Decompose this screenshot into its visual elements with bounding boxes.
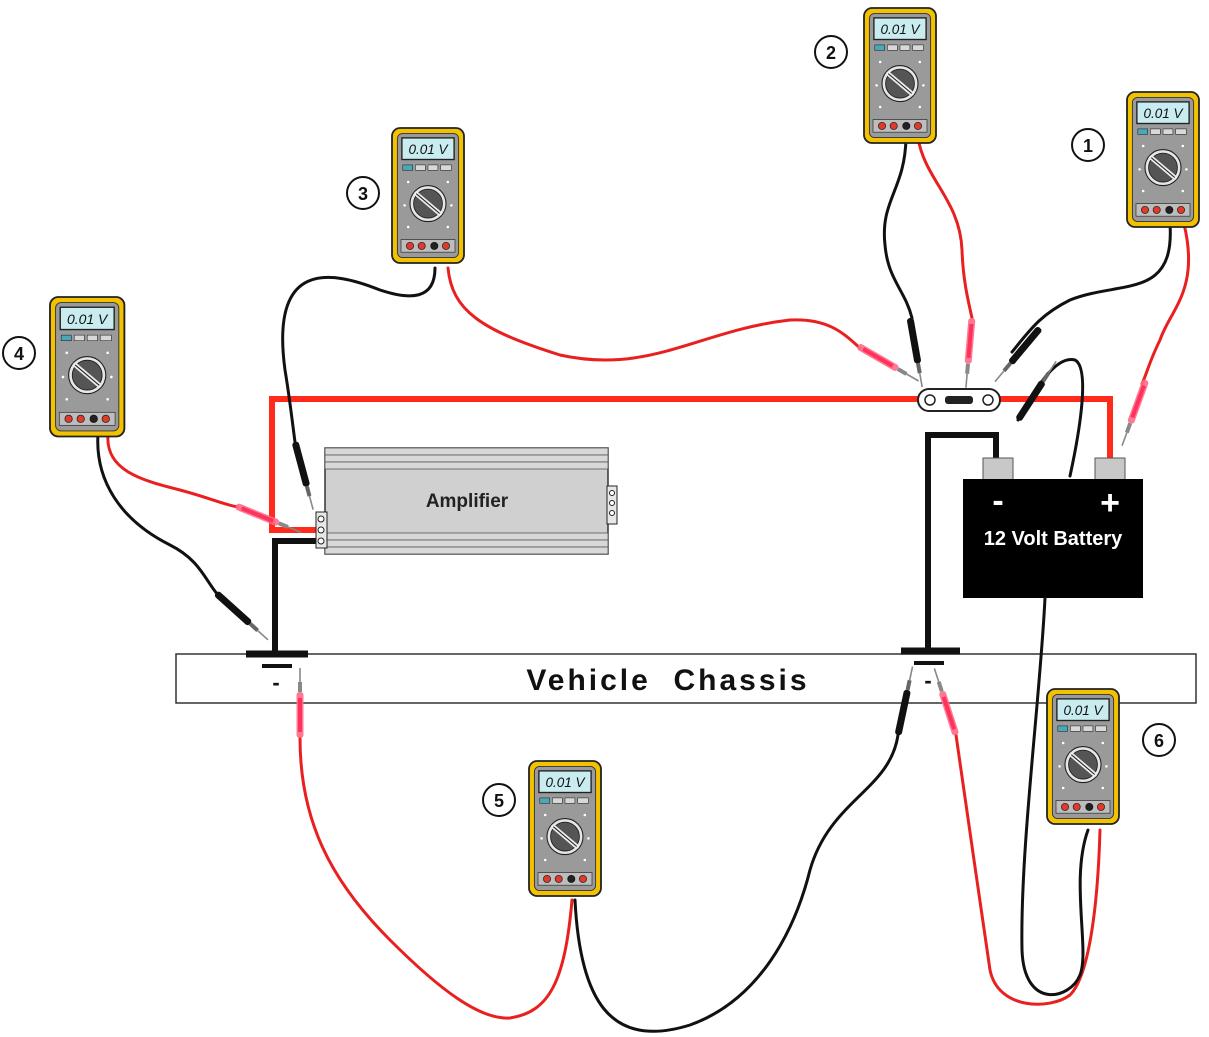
meter-2-black-lead: [882, 136, 914, 320]
battery-ground-strap: [925, 432, 999, 650]
meter-1-black-probe: [991, 324, 1044, 385]
badge-5-label: 5: [494, 791, 504, 811]
meter-3-red-lead: [446, 266, 862, 362]
meter-5-black-lead-to-battery-ground: [573, 733, 900, 1033]
multimeter-4: 0.01 V: [50, 297, 124, 437]
badge-5: 5: [482, 783, 516, 817]
multimeter-6: 0.01 V: [1047, 689, 1119, 824]
meter-2-black-probe: [905, 316, 927, 389]
meter-2-red-probe: [961, 316, 977, 389]
amplifier: Amplifier: [315, 447, 618, 555]
meter-1-red-lead: [1140, 222, 1190, 386]
inline-fuse: [917, 388, 1001, 412]
badge-1: 1: [1071, 128, 1105, 162]
badge-6-label: 6: [1154, 731, 1164, 751]
badge-6: 6: [1142, 723, 1176, 757]
meter-6-red-lead: [954, 733, 1102, 1006]
battery-sense-wire: [1016, 358, 1085, 478]
badge-3-label: 3: [358, 184, 368, 204]
meter-1-reading: 0.01 V: [1143, 106, 1184, 121]
meter-5-reading: 0.01 V: [545, 775, 586, 790]
meter-3-reading: 0.01 V: [408, 142, 449, 157]
meter-6-reading: 0.01 V: [1063, 703, 1104, 718]
badge-1-label: 1: [1083, 136, 1093, 156]
meter-4-black-lead: [96, 432, 220, 597]
battery-negative-label: -: [992, 482, 1003, 520]
battery: - + 12 Volt Battery: [963, 457, 1143, 598]
vehicle-chassis: Vehicle Chassis: [175, 653, 1197, 704]
chassis-label: Vehicle Chassis: [526, 664, 809, 697]
multimeter-1: 0.01 V: [1127, 92, 1199, 227]
meter-number-badges: 1 2 3 4 5 6: [2, 35, 1176, 817]
badge-4: 4: [2, 336, 36, 370]
meter-3-black-lead: [281, 266, 437, 444]
badge-3: 3: [346, 176, 380, 210]
meter-2-red-lead: [916, 136, 974, 320]
ground-minus-label-amp: -: [272, 670, 279, 695]
ground-point-battery: -: [901, 647, 960, 693]
battery-positive-label: +: [1100, 484, 1120, 522]
meter-4-red-lead: [106, 432, 240, 509]
ground-point-amplifier: -: [246, 650, 308, 695]
badge-2: 2: [814, 35, 848, 69]
ground-minus-label-battery: -: [924, 668, 931, 693]
meter-1-black-lead: [1010, 222, 1172, 354]
meter-6-black-lead: [1020, 596, 1090, 996]
meter-2-reading: 0.01 V: [880, 22, 921, 37]
meter-3-black-probe: [290, 440, 318, 512]
meter-1-red-probe: [1117, 378, 1151, 448]
badge-2-label: 2: [826, 43, 836, 63]
meter-3-red-probe: [855, 342, 922, 385]
meter-5-red-lead-to-amp-ground: [298, 736, 574, 1020]
meter-4-black-probe: [212, 589, 272, 644]
amplifier-ground-strap: [272, 538, 318, 652]
meter-4-reading: 0.01 V: [67, 311, 109, 327]
multimeter-3: 0.01 V: [392, 128, 464, 263]
battery-label: 12 Volt Battery: [984, 528, 1123, 550]
multimeter-2: 0.01 V: [864, 8, 936, 143]
multimeter-5: 0.01 V: [529, 761, 601, 896]
amplifier-label: Amplifier: [426, 491, 509, 512]
badge-4-label: 4: [14, 344, 24, 364]
